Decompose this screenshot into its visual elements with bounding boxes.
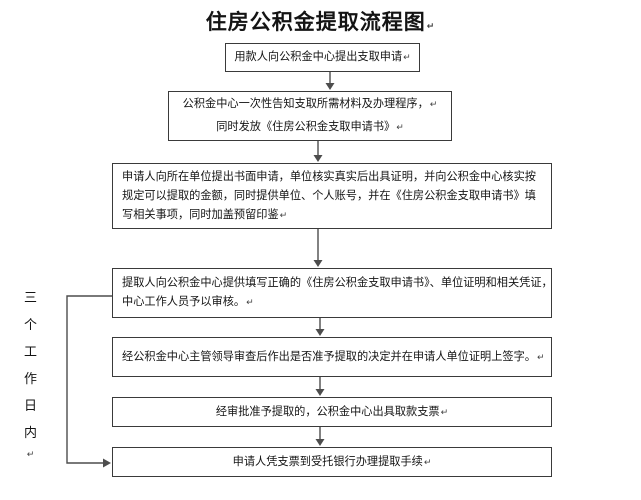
flow-step-submit-for-review: 提取人向公积金中心提供填写正确的《住房公积金支取申请书》、单位证明和相关凭证， … (112, 268, 553, 318)
arrow-unit-to-submit (313, 229, 323, 267)
flow-step-unit-written-application: 申请人向所在单位提出书面申请，单位核实真实后出具证明，并向公积金中心核实按 规定… (112, 163, 552, 229)
step-text: 公积金中心一次性告知支取所需材料及办理程序， (182, 97, 429, 110)
step-text: 申请人凭支票到受托银行办理提取手续 (232, 454, 423, 468)
step-line: 公积金中心一次性告知支取所需材料及办理程序，↵ (169, 93, 451, 116)
three-working-days-label: 三 个 工 作 日 内 ↵ (24, 292, 37, 462)
step-line: 经公积金中心主管领导审查后作出是否准予提取的决定并在申请人单位证明上签字。↵ (122, 347, 545, 368)
paragraph-mark: ↵ (396, 123, 404, 133)
paragraph-mark: ↵ (403, 53, 411, 63)
paragraph-mark: ↵ (426, 22, 436, 32)
flow-step-issue-cheque: 经审批准予提取的，公积金中心出具取款支票↵ (112, 397, 552, 427)
step-text: 用款人向公积金中心提出支取申请 (234, 50, 403, 63)
step-line: 规定可以提取的金额，同时提供单位、个人账号，并在《住房公积金支取申请书》填 (122, 186, 542, 205)
step-text: 同时发放《住房公积金支取申请书》 (216, 120, 396, 133)
step-text: 规定可以提取的金额，同时提供单位、个人账号，并在《住房公积金支取申请书》填 (122, 188, 536, 202)
arrow-decision-to-cheque (315, 377, 325, 396)
step-line: 写相关事项，同时加盖预留印鉴↵ (122, 205, 542, 226)
page-title-text: 住房公积金提取流程图 (205, 10, 426, 34)
page-title: 住房公积金提取流程图↵ (0, 6, 641, 36)
flow-step-leader-decision: 经公积金中心主管领导审查后作出是否准予提取的决定并在申请人单位证明上签字。↵ (112, 337, 552, 377)
side-label-char: 作 (24, 372, 38, 387)
side-label-char: 个 (24, 318, 38, 333)
paragraph-mark: ↵ (440, 407, 449, 418)
step-text: 经审批准予提取的，公积金中心出具取款支票 (215, 404, 440, 418)
flow-step-apply: 用款人向公积金中心提出支取申请↵ (225, 43, 420, 72)
step-text: 写相关事项，同时加盖预留印鉴 (122, 207, 279, 221)
side-label-char: 内 (24, 426, 38, 441)
step-line: 同时发放《住房公积金支取申请书》↵ (169, 116, 451, 139)
arrow-cheque-to-bank (315, 427, 325, 446)
side-label-char: 日 (24, 399, 38, 414)
step-line: 经审批准予提取的，公积金中心出具取款支票↵ (113, 402, 551, 423)
paragraph-mark: ↵ (429, 100, 438, 110)
bracket-three-working-days (66, 295, 112, 468)
step-line: 用款人向公积金中心提出支取申请↵ (226, 47, 419, 68)
flow-step-notify-materials: 公积金中心一次性告知支取所需材料及办理程序，↵ 同时发放《住房公积金支取申请书》… (168, 91, 452, 141)
paragraph-mark: ↵ (26, 450, 35, 460)
paragraph-mark: ↵ (423, 457, 432, 468)
step-text: 经公积金中心主管领导审查后作出是否准予提取的决定并在申请人单位证明上签字。 (122, 349, 536, 363)
arrow-notify-to-unit (313, 141, 323, 162)
step-text: 提取人向公积金中心提供填写正确的《住房公积金支取申请书》、单位证明和相关凭证， (122, 276, 553, 289)
step-line: 中心工作人员予以审核。↵ (122, 292, 542, 313)
paragraph-mark: ↵ (279, 210, 288, 221)
flow-step-bank-procedure: 申请人凭支票到受托银行办理提取手续↵ (112, 447, 552, 477)
side-label-char: 三 (24, 291, 38, 306)
step-line: 提取人向公积金中心提供填写正确的《住房公积金支取申请书》、单位证明和相关凭证， (122, 273, 553, 292)
step-line: 申请人向所在单位提出书面申请，单位核实真实后出具证明，并向公积金中心核实按 (122, 167, 542, 186)
step-line: 申请人凭支票到受托银行办理提取手续↵ (113, 452, 551, 473)
paragraph-mark: ↵ (246, 298, 254, 308)
step-text: 申请人向所在单位提出书面申请，单位核实真实后出具证明，并向公积金中心核实按 (122, 169, 536, 183)
side-label-char: 工 (24, 345, 38, 360)
step-text: 中心工作人员予以审核。 (122, 295, 246, 308)
arrow-submit-to-decision (315, 318, 325, 336)
arrow-apply-to-notify (325, 72, 335, 90)
paragraph-mark: ↵ (536, 352, 545, 363)
